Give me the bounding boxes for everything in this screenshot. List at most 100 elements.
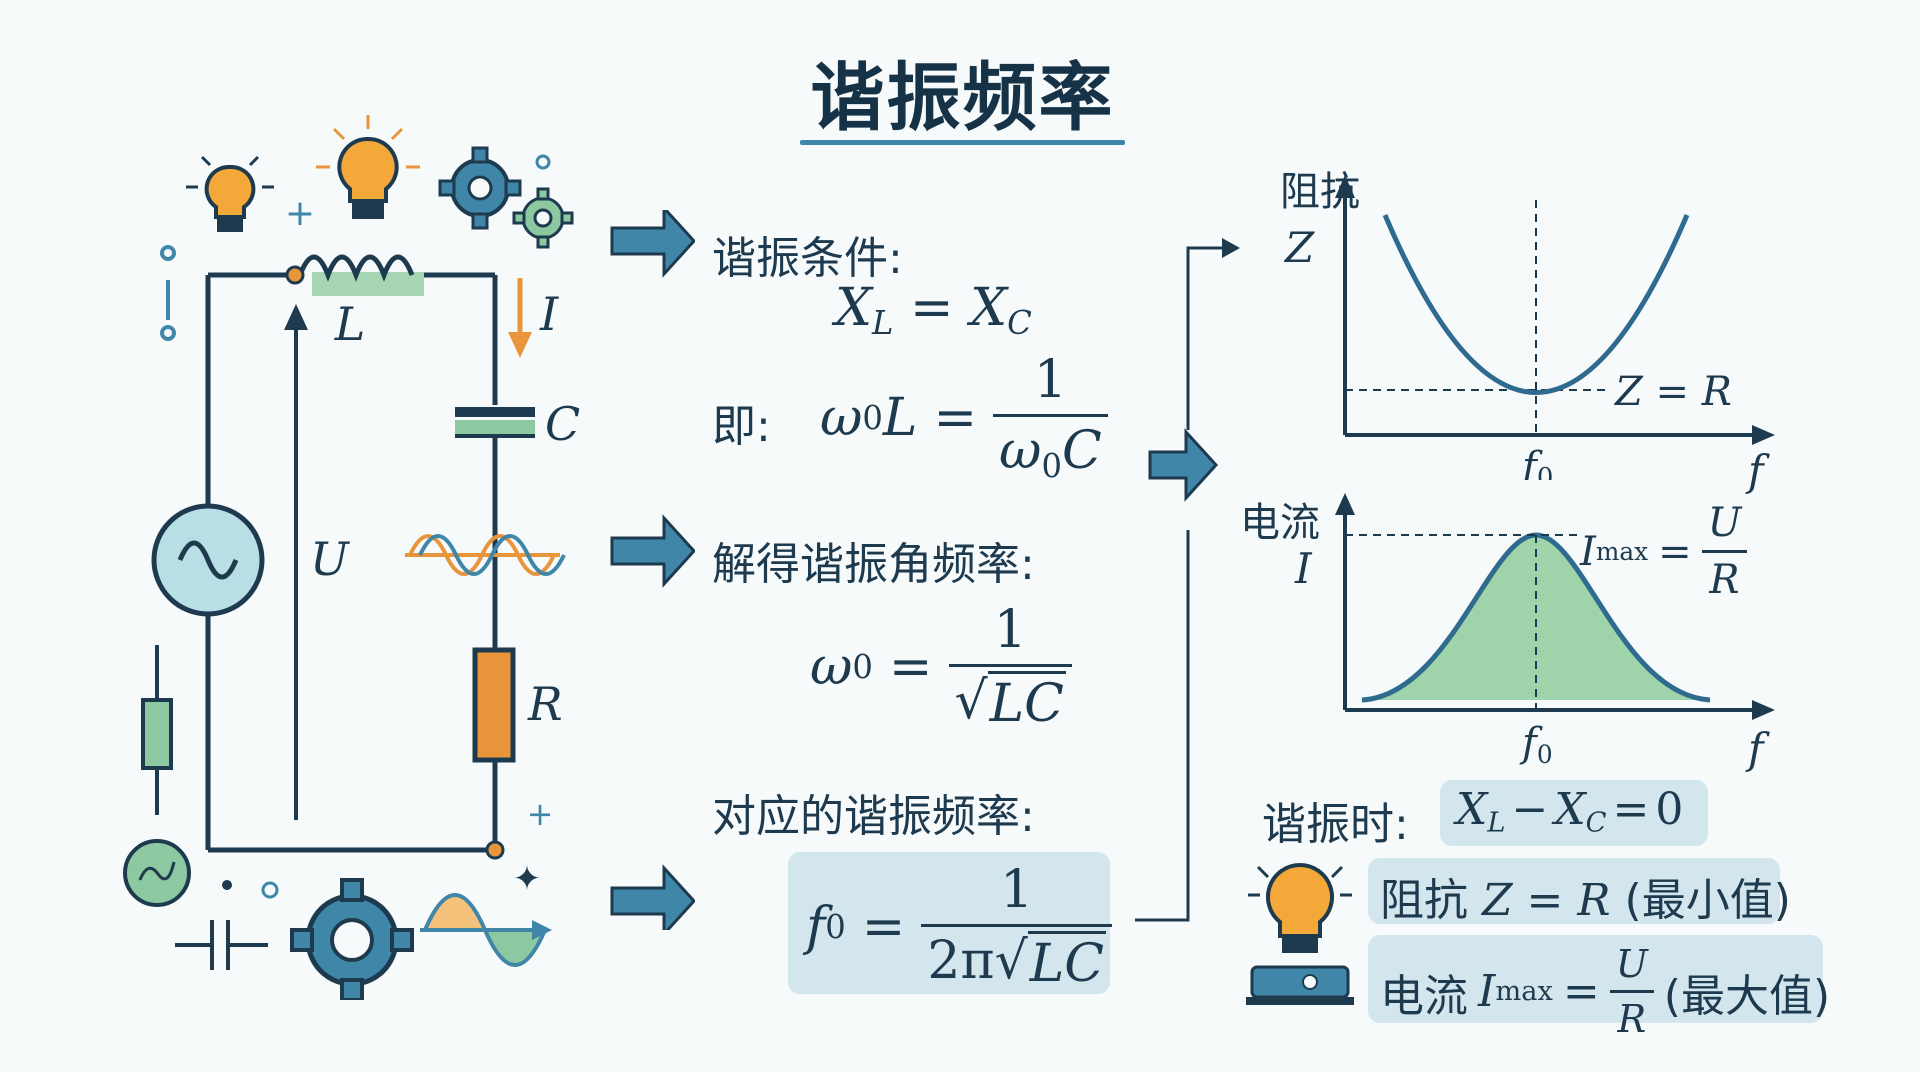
dot-icon [222,880,232,890]
two-pi: 2π [927,931,995,991]
fraction-bar [1609,990,1654,993]
var-f: f [806,897,826,957]
var-omega: ω [820,387,863,448]
impedance-note: (最小值) [1624,875,1791,926]
ie-label: 即: [712,401,771,452]
resistor-icon [141,645,173,815]
current-area [1362,535,1710,700]
arrow-right-icon [610,210,695,278]
ac-source [151,503,265,617]
fraction: U R [1701,500,1748,603]
fraction-bar [993,414,1108,417]
result-highlight-box [788,852,1110,994]
lightbulb-icon [316,115,420,219]
numerator: 1 [1033,350,1067,410]
impedance-x-label: f [1748,446,1764,495]
impedance-graph: 阻抗 Z Z = R f0 [1280,169,1775,480]
var-i: I [1580,528,1596,575]
lightbulb-icon [186,155,274,232]
x-tick-label: f0 [1519,444,1553,480]
numerator: U [1707,500,1742,546]
fraction: U R [1609,942,1654,1041]
voltage-label: U [310,532,351,586]
device-icon [1246,965,1354,1005]
freq-label: 对应的谐振频率: [712,791,1035,842]
impedance-eq: Z = R [1482,875,1611,926]
numerator: 1 [993,600,1027,660]
impedance-summary: 阻抗 Z = R (最小值) [1380,864,1791,928]
sqrt-denominator: √LC [949,671,1072,734]
denominator: R [1617,997,1647,1041]
equals-sign: = [1658,528,1692,575]
equals-sign: = [1612,784,1650,835]
var-x: X [835,278,873,338]
var-x: X [1456,784,1488,835]
current-x-label: f [1748,724,1764,773]
condition-label: 谐振条件: [712,233,903,284]
current-cn: 电流 [1380,970,1468,1022]
arrow-right-icon [610,864,695,930]
fraction: 1 2π√LC [921,860,1113,994]
plus-icon: + [285,193,315,234]
y-label-cn: 阻抗 [1280,169,1360,215]
current-x-tick-label: f0 [1522,720,1553,769]
capacitor-icon [175,920,268,970]
angular-label: 解得谐振角频率: [712,539,1035,590]
resonance-highlight-box [1440,780,1708,846]
sub-zero: 0 [1041,447,1062,486]
gear-icon [438,146,522,230]
switch-icon [160,245,176,341]
zero-value: 0 [1655,784,1684,835]
fraction: 1 √LC [948,600,1072,734]
var-omega: ω [999,421,1042,481]
var-x: X [970,278,1008,338]
min-impedance-label: Z = R [1613,369,1732,415]
equals-sign: = [861,897,906,957]
current-label: I [539,287,559,341]
var-x: X [1554,784,1586,835]
x-axis-arrow-icon [1752,425,1775,445]
circuit-wires [205,272,498,853]
arrow-right-icon [1148,428,1219,502]
fraction-bar [948,664,1072,667]
resistor [472,647,516,763]
var-omega: ω [810,637,853,697]
equals-sign: = [933,387,978,448]
impedance-highlight-box [1368,858,1780,924]
sub-zero: 0 [852,648,873,686]
capacitor-label: C [545,397,580,451]
impedance-cn: 阻抗 [1380,875,1468,926]
lightbulb-device-icon [1246,862,1354,1005]
sqrt-icon: √ [954,671,988,731]
equals-sign: = [909,278,954,338]
inductor-label: L [334,297,366,351]
y-axis-arrow-icon [1335,175,1355,198]
impedance-curve [1382,214,1690,395]
fraction-bar [1701,550,1748,553]
var-i: I [1478,966,1496,1017]
sub-l: L [1487,807,1506,839]
sub-c: C [1585,807,1607,839]
sub-l: L [872,304,894,343]
numerator: 1 [1000,860,1034,920]
var-c: C [1061,421,1102,481]
current-graph [1335,493,1775,720]
equals-sign: = [1562,966,1600,1017]
fraction: 1 ω0C [993,350,1108,485]
denominator: R [1709,557,1740,603]
sub-max: max [1495,976,1553,1007]
gear-icon [512,187,574,249]
sub-zero: 0 [825,908,846,946]
resonance-label: 谐振时: [1262,799,1409,850]
y-axis-arrow-icon [1335,493,1355,515]
plus-icon: + [527,795,554,833]
y-label: Z [1283,223,1315,272]
var-l: L [882,387,918,448]
sub-zero: 0 [862,398,883,437]
sqrt-denominator: 2π√LC [921,931,1112,994]
